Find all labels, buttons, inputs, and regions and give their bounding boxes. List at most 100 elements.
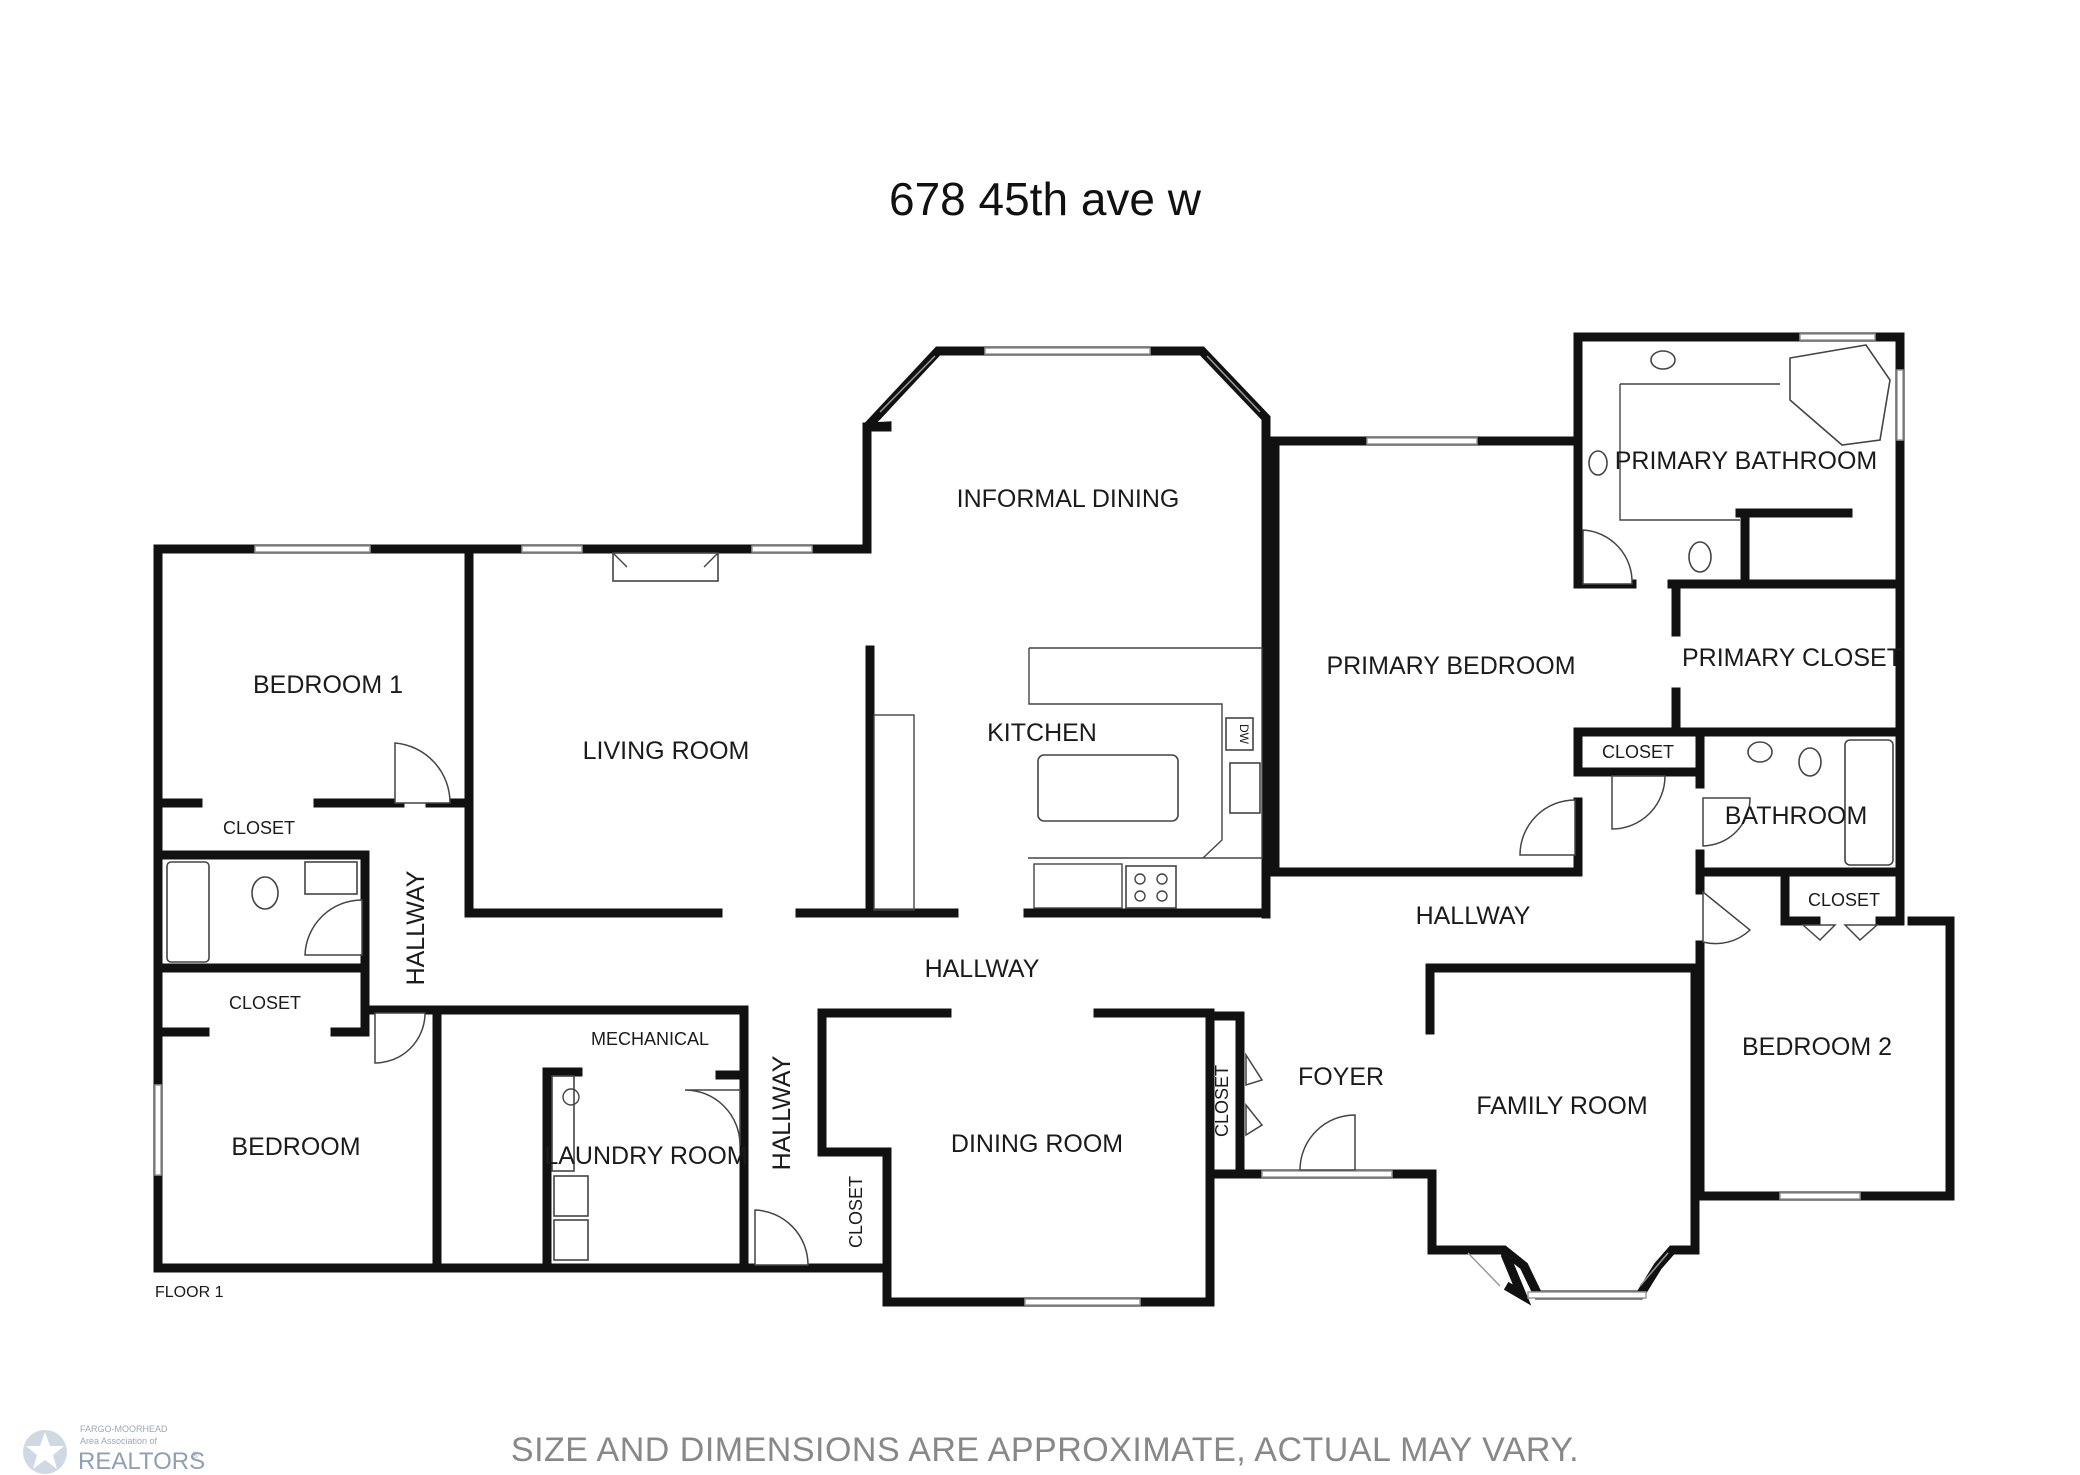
burner [1134,873,1146,885]
label-bedroom: BEDROOM [231,1133,360,1161]
exterior-wall-dining-bump [842,1169,1437,1307]
window-primary-bedroom [1366,437,1478,445]
wall-family-room-north [1425,963,1700,1201]
door-laundry [754,1209,809,1266]
wall-laundry-top [437,1005,749,1273]
fireplace-detail [612,552,628,568]
label-hallway-center: HALLWAY [925,955,1040,983]
kitchen-counter-outline [1028,647,1263,859]
doors [304,529,1879,1266]
door-bathroom [1702,797,1751,847]
door-bedroom [374,1012,426,1064]
wall-foyer-closet [1205,1011,1245,1175]
corner-tub [1789,344,1891,446]
plan-title: 678 45th ave w [889,173,1202,225]
disclaimer: SIZE AND DIMENSIONS ARE APPROXIMATE, ACT… [511,1431,1579,1469]
toilet-west [251,876,279,910]
label-laundry-room: LAUNDRY ROOM [544,1142,747,1170]
burner [1156,873,1168,885]
sink-primary-2 [1588,450,1608,476]
label-primary-bathroom: PRIMARY BATHROOM [1615,447,1878,475]
floor-label: FLOOR 1 [155,1284,224,1301]
wall-primary-bedroom-south [1265,797,1583,877]
logo-main-text: REALTORS [78,1448,205,1475]
label-primary-closet: PRIMARY CLOSET [1682,644,1902,672]
fireplace [612,552,719,582]
window-primary-bath-north [1799,333,1876,341]
interior-walls [158,508,1905,1273]
fireplace-detail [703,552,719,568]
wall-closet2-right [330,968,370,1037]
dryer [553,1219,589,1261]
door-closet-b2-bifold [1801,924,1837,942]
bathtub-bathroom [1844,739,1894,866]
living-room-partition [873,714,915,911]
label-closet-bedroom-2: CLOSET [1808,890,1880,910]
label-closet-primary-hall: CLOSET [1602,742,1674,762]
window-bedroom-west [154,1084,162,1176]
wall-closet-b2-left [1780,872,1821,926]
window-dining-room [1024,1298,1141,1306]
label-hallway-west: HALLWAY [402,870,430,985]
kitchen-counter-inner [1028,648,1223,765]
label-bathroom: BATHROOM [1725,802,1868,830]
window-octagon-nw [879,355,936,413]
door-foyer-closet-bifold [1245,1052,1264,1087]
door-mechanical [684,1089,741,1146]
bathtub-west [166,861,210,963]
label-hallway-east: HALLWAY [1416,902,1531,930]
window-foyer [1261,1170,1393,1178]
laundry-counter [551,1075,575,1172]
window-family-room [1527,1291,1647,1299]
window-living-right [751,545,813,553]
window-primary-bath-east [1896,369,1904,441]
laundry-sink [562,1088,580,1106]
door-bedroom1 [394,742,451,804]
label-living-room: LIVING ROOM [583,737,750,765]
window-bedroom2 [1779,1192,1861,1200]
dishwasher [1225,717,1254,751]
window-bay-sw [1467,1252,1501,1287]
exterior-wall-family-room [1427,916,1955,1300]
sink-bathroom [1747,741,1773,763]
primary-bath-vanity [1619,384,1740,521]
door-front [1299,1114,1356,1171]
toilet-primary [1688,541,1712,573]
window-octagon-ne [1206,355,1261,413]
toilet-bathroom [1798,747,1822,777]
exterior-wall-west-wing [153,544,872,1273]
label-mechanical: MECHANICAL [591,1029,709,1049]
wall-dining-west [817,1008,952,1273]
wall-living-south-left [464,798,723,918]
sink-west [304,861,358,895]
kitchen-sink [1229,762,1261,814]
washer [553,1175,589,1217]
door-bath-west [304,899,363,956]
realtors-logo: FARGO-MOORHEAD Area Association of REALT… [23,1424,205,1475]
exterior-wall-bay [1427,1169,1532,1306]
label-primary-bedroom: PRIMARY BEDROOM [1326,652,1575,680]
logo-middle-text: Area Association of [80,1436,158,1446]
sink-primary-1 [1650,350,1676,370]
label-kitchen: KITCHEN [987,719,1097,747]
window-bay-se [1639,1252,1669,1287]
fixtures [166,344,1894,1261]
label-dishwasher: DW [1237,724,1251,745]
label-bedroom-1: BEDROOM 1 [253,671,403,699]
label-foyer: FOYER [1298,1063,1384,1091]
door-bedroom2 [1702,890,1752,945]
window-informal-dining-north [984,347,1151,355]
starfish-icon [23,1430,67,1474]
cooktop [1125,865,1177,909]
door-primary-bath [1582,529,1633,585]
label-closet-laundry: CLOSET [846,1176,866,1248]
door-closet-primary-hall [1611,775,1666,830]
label-informal-dining: INFORMAL DINING [957,485,1180,513]
label-closet-bedroom: CLOSET [229,993,301,1013]
label-family-room: FAMILY ROOM [1476,1092,1647,1120]
kitchen-island [1037,754,1179,822]
kitchen-base-counter [1033,863,1123,909]
windows [154,333,1904,1306]
exterior-wall-east [1573,332,1905,926]
